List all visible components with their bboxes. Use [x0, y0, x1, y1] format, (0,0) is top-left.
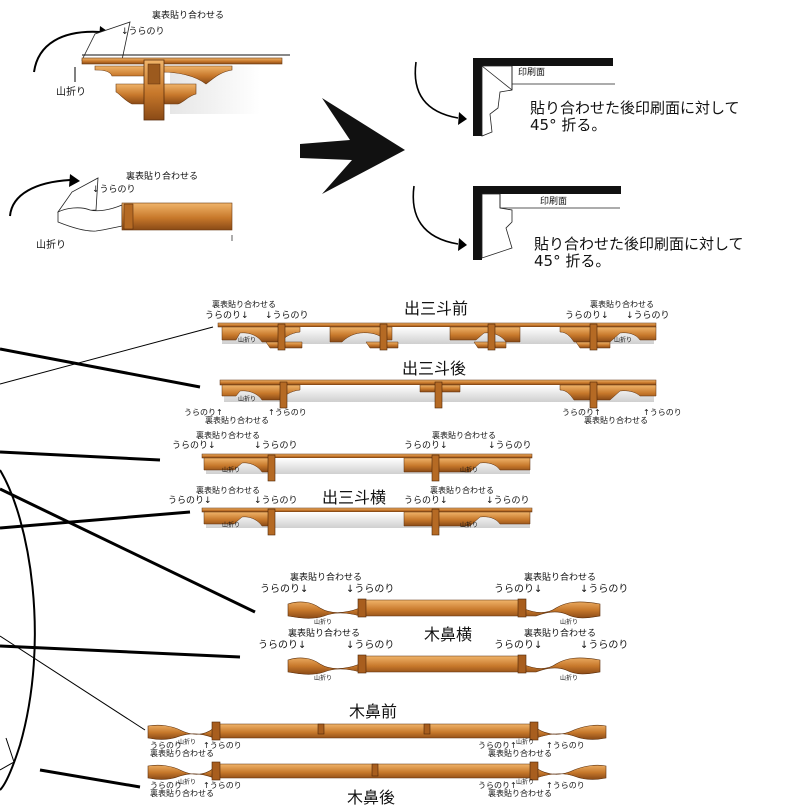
- demitsu-side2-fold-left: 山折り: [222, 522, 241, 529]
- demitsu-side2-glue-l1: うらのり↓: [168, 496, 212, 506]
- kibana-side1-paste-left: 裏表貼り合わせる: [290, 573, 363, 583]
- demitsu-side2-glue-r2: ↓うらのり: [486, 496, 530, 506]
- kibana-back-glue-l1: うらのり: [150, 781, 182, 790]
- step1-graphic: [33, 21, 290, 121]
- demitsu-back-part: [219, 379, 657, 409]
- demitsu-front-fold-right: 山折り: [614, 337, 633, 344]
- result2-text-line2: 45° 折る。: [534, 252, 611, 270]
- kibana-back-fold-r: 山折り: [516, 779, 535, 786]
- kibana-front-glue-l1: うらのり: [150, 741, 182, 750]
- demitsu-back-glue-l1: うらのり↑: [184, 408, 223, 417]
- kibana-side1-glue-l2: ↓うらのり: [346, 584, 395, 595]
- demitsu-side1-paste-right: 裏表貼り合わせる: [432, 431, 496, 440]
- kibana-side2-glue-l1: うらのり↓: [258, 640, 307, 651]
- kibana-front-paste-right: 裏表貼り合わせる: [488, 749, 552, 758]
- kibana-back-glue-r1: うらのり↑: [478, 781, 517, 790]
- demitsu-side2-paste-left: 裏表貼り合わせる: [196, 486, 260, 495]
- kibana-side2-glue-l2: ↓うらのり: [346, 640, 395, 651]
- demitsu-side1-paste-left: 裏表貼り合わせる: [196, 431, 260, 440]
- kibana-front-fold-r: 山折り: [516, 739, 535, 746]
- demitsu-back-paste-right: 裏表貼り合わせる: [584, 416, 648, 425]
- result1-print-label: 印刷面: [518, 68, 546, 78]
- result2-text-line1: 貼り合わせた後印刷面に対して: [534, 235, 744, 253]
- demitsu-front-part: [217, 322, 657, 351]
- demitsu-side2-glue-l2: ↓うらのり: [254, 496, 298, 506]
- kibana-side1-fold-left: 山折り: [314, 619, 333, 626]
- kibana-front-glue-r2: ↑うらのり: [546, 741, 585, 750]
- demitsu-side1-part: [201, 453, 533, 482]
- demitsu-side1-fold-left: 山折り: [222, 467, 241, 474]
- step2-paste-label: 裏表貼り合わせる: [126, 172, 199, 182]
- step2-fold-label: 山折り: [36, 240, 66, 251]
- kibana-side1-paste-right: 裏表貼り合わせる: [524, 573, 597, 583]
- result1-text-line2: 45° 折る。: [530, 116, 607, 134]
- demitsu-back-glue-l2: ↑うらのり: [268, 408, 307, 417]
- demitsu-side1-glue-r2: ↓うらのり: [488, 441, 532, 451]
- kibana-side2-paste-left: 裏表貼り合わせる: [288, 629, 361, 639]
- demitsu-front-paste-right: 裏表貼り合わせる: [590, 300, 654, 309]
- demitsu-front-fold-left: 山折り: [238, 337, 257, 344]
- demitsu-back-glue-r1: うらのり↑: [562, 408, 601, 417]
- demitsu-side2-part: [201, 507, 533, 536]
- demitsu-side2-fold-right: 山折り: [460, 522, 479, 529]
- kibana-side2-paste-right: 裏表貼り合わせる: [524, 629, 597, 639]
- kibana-back-part: [147, 761, 607, 781]
- result1-text-line1: 貼り合わせた後印刷面に対して: [530, 99, 740, 117]
- demitsu-front-glue-l1: うらのり↓: [205, 311, 249, 321]
- kibana-front-title: 木鼻前: [349, 702, 398, 721]
- kibana-front-paste-left: 裏表貼り合わせる: [150, 749, 214, 758]
- kibana-front-part: [147, 721, 607, 741]
- kibana-back-title: 木鼻後: [347, 788, 396, 807]
- step2-graphic: [9, 174, 233, 241]
- step1-fold-label: 山折り: [56, 87, 86, 98]
- demitsu-front-paste-left: 裏表貼り合わせる: [212, 300, 276, 309]
- kibana-side1-fold-right: 山折り: [560, 619, 579, 626]
- demitsu-back-paste-left: 裏表貼り合わせる: [205, 416, 269, 425]
- demitsu-side1-glue-l2: ↓うらのり: [254, 441, 298, 451]
- kibana-back-paste-left: 裏表貼り合わせる: [150, 789, 214, 798]
- demitsu-front-title: 出三斗前: [404, 299, 469, 318]
- step1-glue-label: ↓うらのり: [121, 27, 165, 37]
- connector-lines: [0, 326, 256, 791]
- kibana-back-glue-r2: ↑うらのり: [546, 781, 585, 790]
- kibana-side2-fold-right: 山折り: [560, 675, 579, 682]
- kibana-side1-part: [287, 598, 601, 619]
- demitsu-front-glue-r2: ↓うらのり: [626, 311, 670, 321]
- demitsu-back-title: 出三斗後: [402, 359, 467, 378]
- kibana-side2-title: 木鼻横: [424, 625, 473, 644]
- demitsu-back-fold-left: 山折り: [238, 396, 257, 403]
- demitsu-side2-glue-r1: うらのり↓: [404, 496, 448, 506]
- result1-graphic: [414, 58, 615, 137]
- kibana-side2-part: [287, 654, 601, 675]
- result2-graphic: [412, 185, 621, 260]
- kibana-side1-glue-r1: うらのり↓: [494, 584, 543, 595]
- kibana-side2-fold-left: 山折り: [314, 675, 333, 682]
- kibana-front-fold-l: 山折り: [178, 739, 197, 746]
- kibana-back-fold-l: 山折り: [178, 779, 197, 786]
- step1-paste-label: 裏表貼り合わせる: [152, 11, 225, 21]
- kibana-back-glue-l2: ↑うらのり: [203, 781, 242, 790]
- kibana-side2-glue-r2: ↓うらのり: [580, 640, 629, 651]
- demitsu-side2-title: 出三斗横: [322, 488, 387, 507]
- kibana-back-paste-right: 裏表貼り合わせる: [488, 789, 552, 798]
- demitsu-side1-glue-r1: うらのり↓: [404, 441, 448, 451]
- demitsu-side1-glue-l1: うらのり↓: [172, 441, 216, 451]
- kibana-front-glue-r1: うらのり↑: [478, 741, 517, 750]
- kibana-side2-glue-r1: うらのり↓: [494, 640, 543, 651]
- demitsu-side2-paste-right: 裏表貼り合わせる: [430, 486, 494, 495]
- big-arrow-icon: [300, 98, 405, 194]
- demitsu-back-glue-r2: ↑うらのり: [643, 408, 682, 417]
- kibana-front-glue-l2: ↑うらのり: [203, 741, 242, 750]
- result2-print-label: 印刷面: [540, 197, 568, 207]
- kibana-side1-glue-l1: うらのり↓: [260, 584, 309, 595]
- demitsu-side1-fold-right: 山折り: [460, 467, 479, 474]
- kibana-side1-glue-r2: ↓うらのり: [580, 584, 629, 595]
- step2-glue-label: ↓うらのり: [92, 185, 136, 195]
- demitsu-front-glue-l2: ↓うらのり: [265, 311, 309, 321]
- demitsu-front-glue-r1: うらのり↓: [565, 311, 609, 321]
